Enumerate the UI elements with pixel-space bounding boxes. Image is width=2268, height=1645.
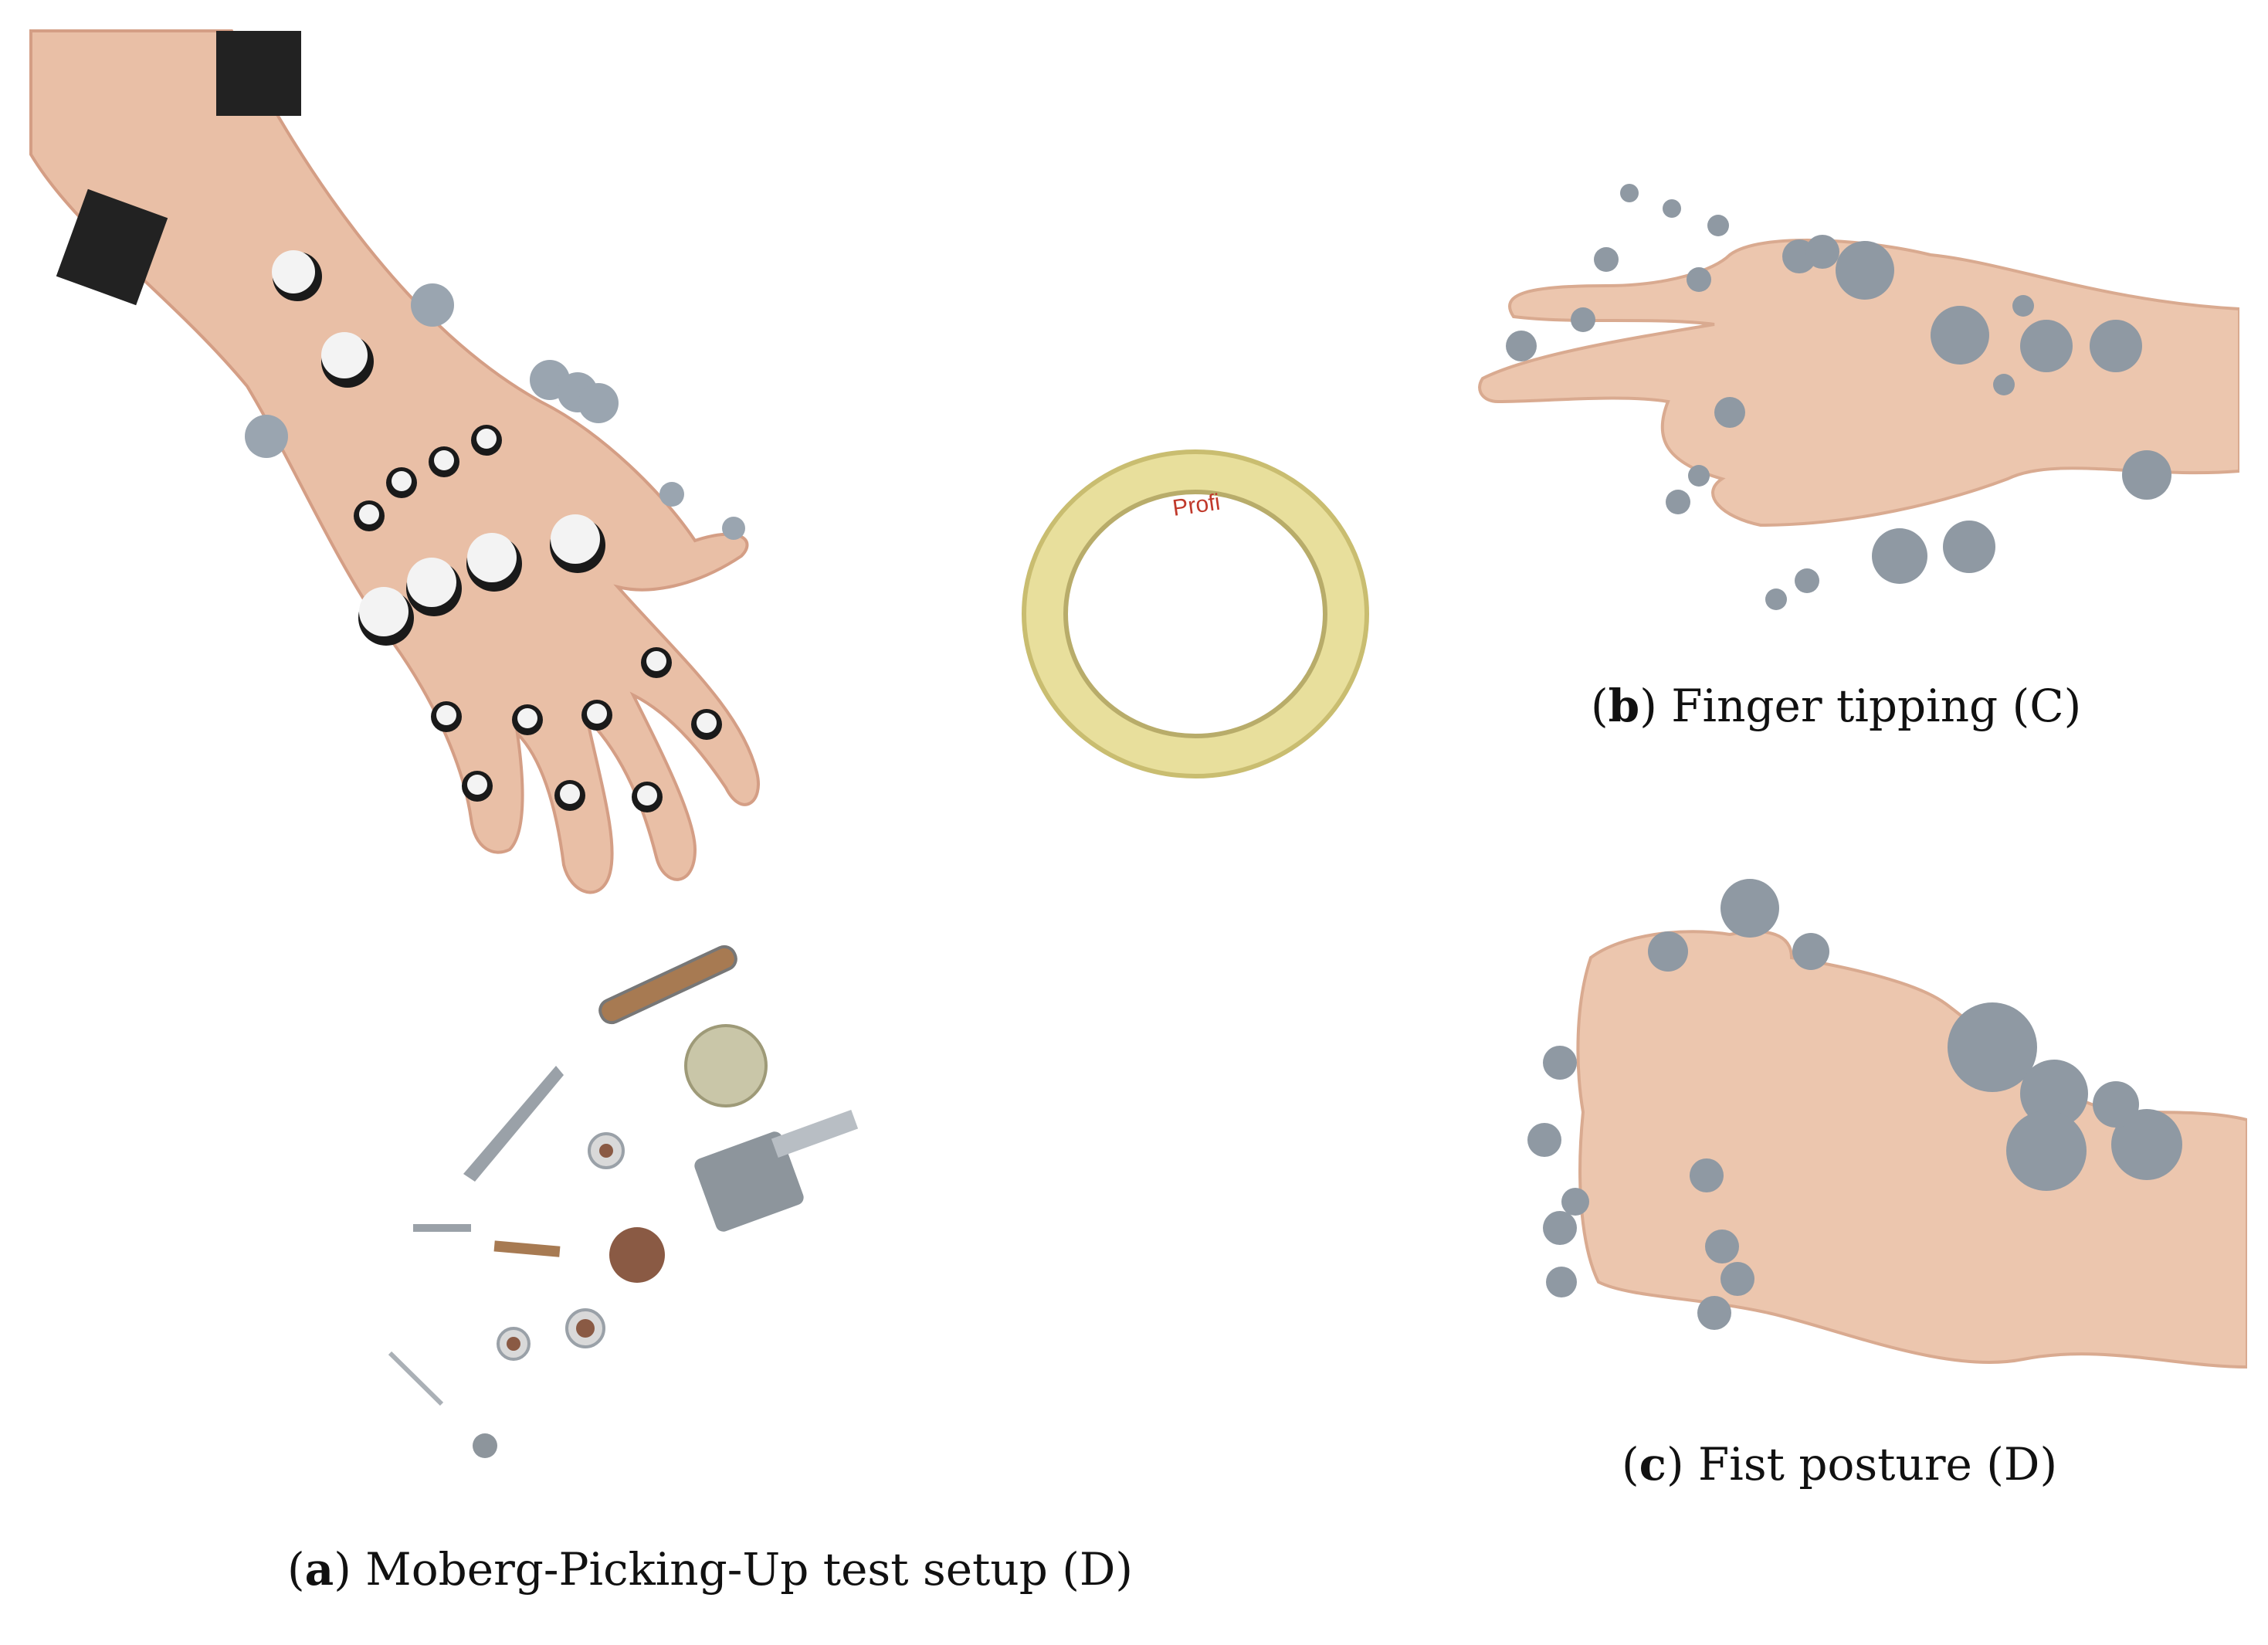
fist-shape xyxy=(1576,930,2247,1369)
caption-b-paren-close: ) xyxy=(1639,680,1657,732)
moberg-objects xyxy=(388,945,859,1458)
finger-hand-shape xyxy=(1478,239,2239,527)
caption-b-text: Finger tipping (C) xyxy=(1656,680,2082,732)
caption-a-letter: a xyxy=(304,1543,334,1596)
fist-posture-illustration xyxy=(1527,879,2247,1369)
caption-b: (b) Finger tipping (C) xyxy=(1591,680,2081,732)
panel-a-photo: Profi xyxy=(29,29,1369,1458)
caption-a-paren-open: ( xyxy=(287,1543,305,1596)
caption-b-paren-open: ( xyxy=(1591,680,1609,732)
panel-c-photo xyxy=(1514,865,2247,1406)
caption-c-letter: c xyxy=(1639,1438,1666,1491)
caption-a-paren-close: ) xyxy=(334,1543,351,1596)
caption-c-paren-close: ) xyxy=(1666,1438,1684,1491)
caption-b-letter: b xyxy=(1608,680,1640,732)
wrist-device-2 xyxy=(56,188,168,306)
finger-markers xyxy=(1506,184,2171,610)
hand-markers xyxy=(245,250,745,812)
tape-roll: Profi xyxy=(1022,449,1369,778)
caption-c: (c) Fist posture (D) xyxy=(1622,1438,2057,1491)
panel-b-photo xyxy=(1467,170,2239,649)
hand-and-objects-illustration: Profi xyxy=(29,29,1369,1458)
caption-c-text: Fist posture (D) xyxy=(1683,1438,2058,1491)
wrist-device xyxy=(216,31,301,116)
finger-tipping-illustration xyxy=(1478,184,2239,610)
fist-markers xyxy=(1527,879,2182,1330)
caption-c-paren-open: ( xyxy=(1622,1438,1639,1491)
hand-shape xyxy=(29,29,760,894)
caption-a: (a) Moberg-Picking-Up test setup (D) xyxy=(287,1543,1133,1596)
caption-a-text: Moberg-Picking-Up test setup (D) xyxy=(351,1543,1134,1596)
